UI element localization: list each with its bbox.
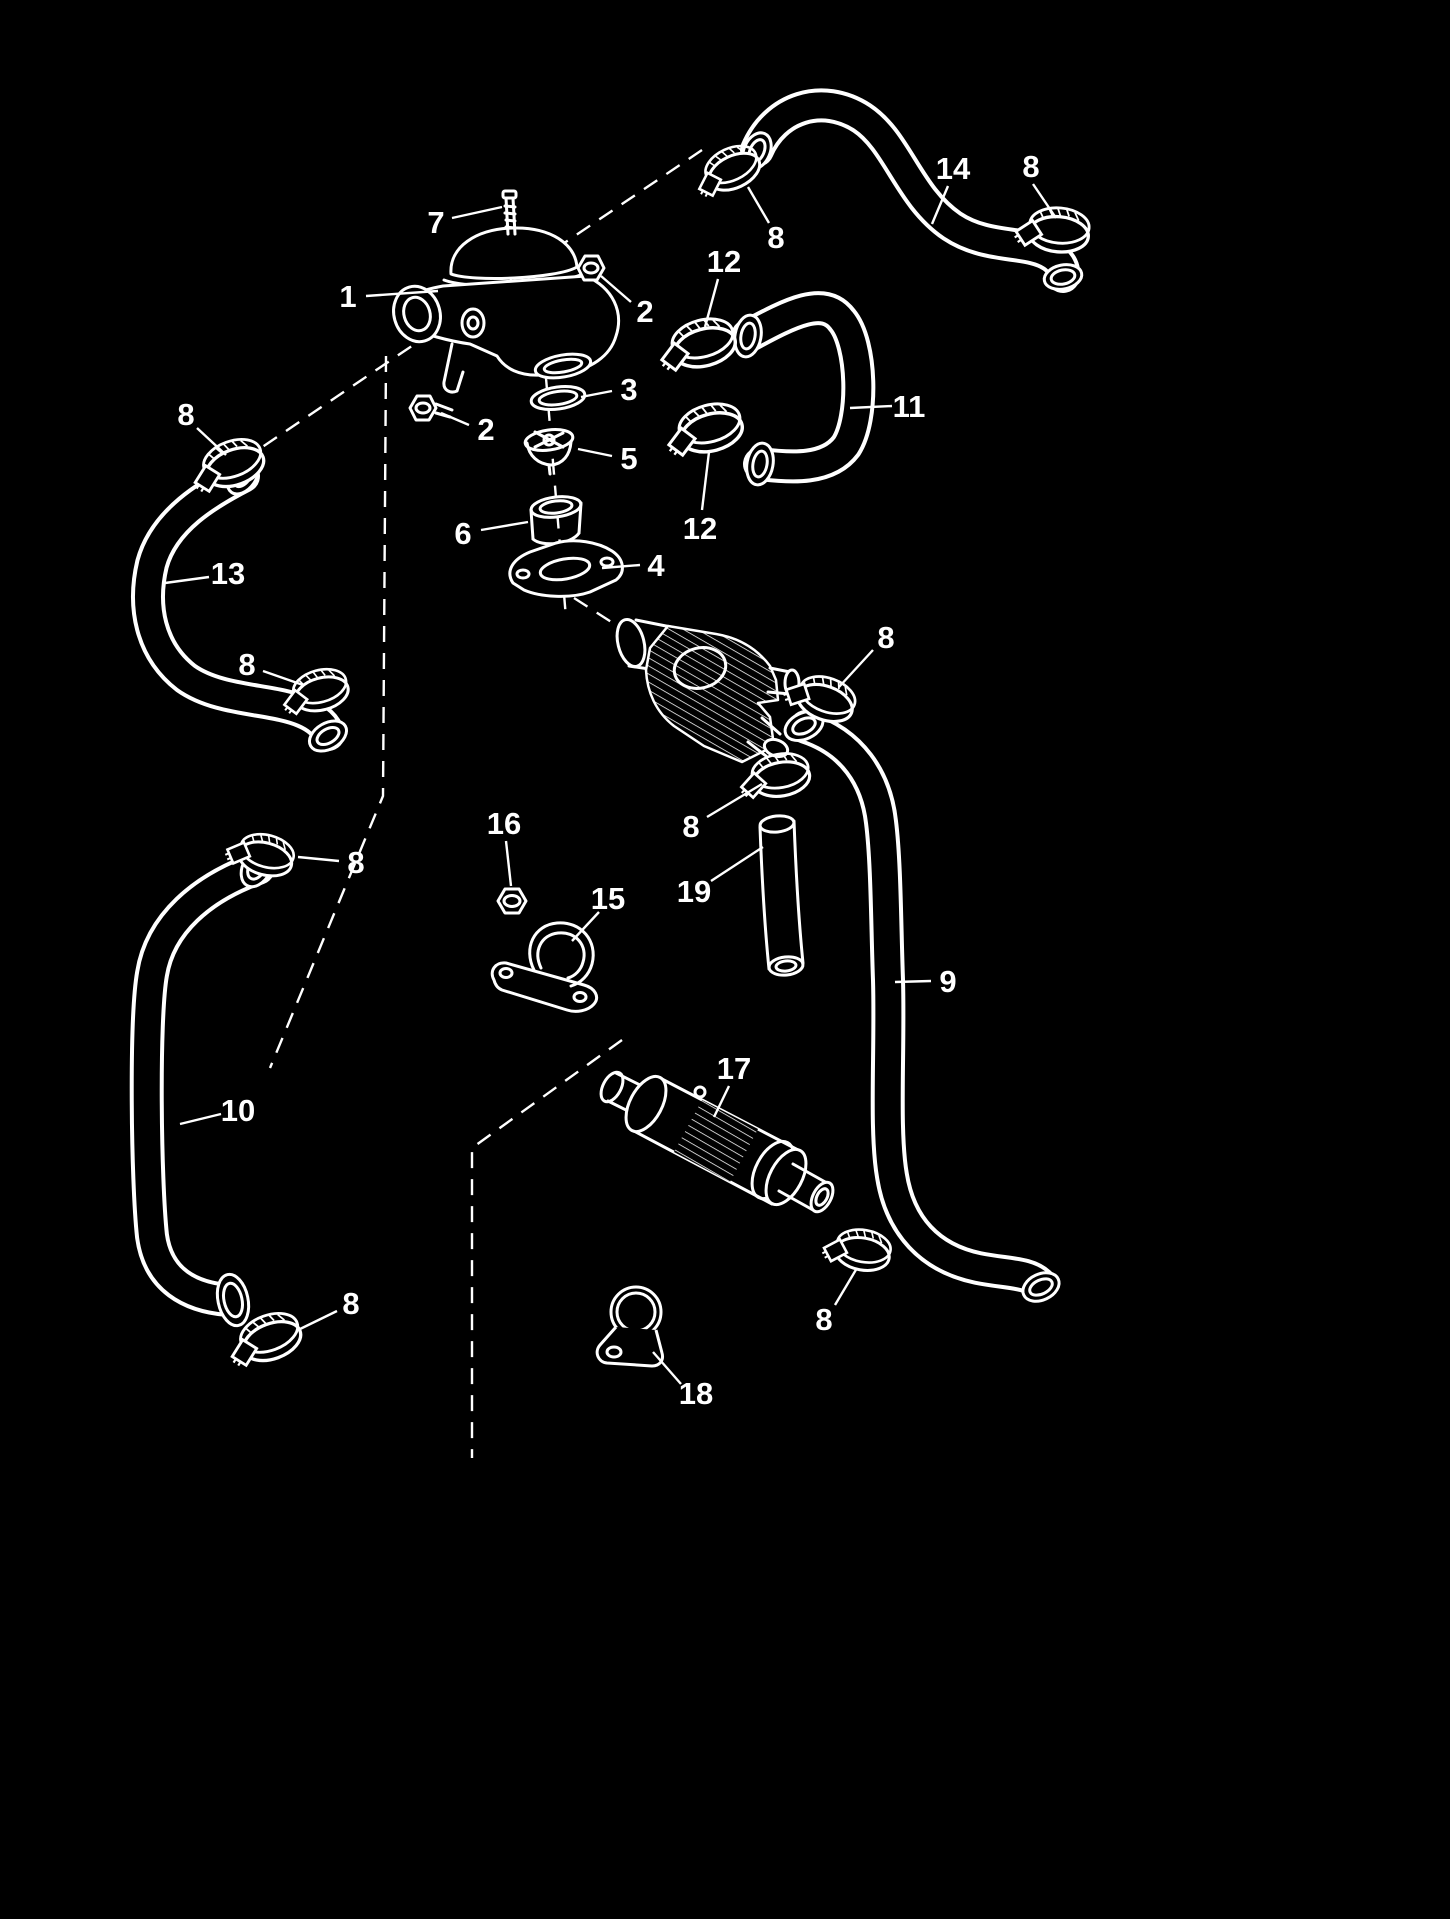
callout-label-12: 12 [683, 511, 717, 546]
callout-label-3: 3 [620, 372, 637, 407]
callout-leader [164, 575, 210, 585]
callout-label-8: 8 [342, 1286, 359, 1321]
callout-leader [504, 840, 513, 887]
callout-label-8: 8 [767, 220, 784, 255]
hose-9 [789, 710, 1057, 1301]
hose-14 [740, 88, 1081, 293]
callout-leader [600, 275, 632, 303]
thermostat-5-part [523, 428, 575, 476]
callout-leader [833, 1267, 859, 1306]
fitting-assembly-part [615, 618, 801, 764]
callout-leader [703, 278, 720, 328]
callout-label-14: 14 [936, 151, 971, 186]
callout-leader [440, 411, 470, 427]
nut-16-part [496, 887, 528, 915]
callout-label-2: 2 [477, 412, 494, 447]
callout-leader [746, 186, 771, 224]
callout-leader [196, 427, 227, 456]
callout-label-8: 8 [347, 845, 364, 880]
callout-leader [262, 669, 304, 687]
callout-label-10: 10 [221, 1093, 255, 1128]
bolt-2-lower-part [408, 394, 454, 422]
callout-leader [930, 185, 950, 225]
callout-label-9: 9 [939, 964, 956, 999]
callout-label-8: 8 [238, 647, 255, 682]
oil-cooler-17-part [599, 1070, 835, 1214]
callout-leader [838, 649, 874, 688]
callout-leader [1032, 183, 1057, 219]
callout-label-8: 8 [1022, 149, 1039, 184]
callout-leader [601, 563, 641, 570]
callout-label-8: 8 [815, 1302, 832, 1337]
callout-leader [451, 205, 503, 220]
callout-label-5: 5 [620, 441, 637, 476]
callout-label-16: 16 [487, 806, 521, 841]
callout-label-12: 12 [707, 244, 741, 279]
hose-10 [129, 851, 275, 1317]
callout-leader [706, 782, 763, 819]
callout-label-1: 1 [339, 279, 356, 314]
mounting-clamp-18-part [595, 1285, 664, 1368]
callout-leader [571, 911, 600, 942]
flange-gasket-4-part [508, 539, 624, 598]
callout-leader [365, 289, 439, 298]
callout-label-2: 2 [636, 294, 653, 329]
callout-label-19: 19 [677, 874, 711, 909]
callout-leader [894, 979, 932, 984]
callout-label-4: 4 [647, 548, 665, 583]
callout-label-17: 17 [717, 1051, 751, 1086]
callout-leader [652, 1351, 682, 1385]
hose-11 [731, 291, 876, 484]
callout-leader [712, 1085, 731, 1118]
callout-leader [577, 447, 613, 458]
callout-label-13: 13 [211, 556, 245, 591]
callout-leader [700, 451, 711, 511]
callout-leader [297, 1309, 338, 1332]
callout-leader [297, 855, 340, 863]
callout-leader [179, 1112, 222, 1126]
hose-13 [131, 459, 345, 751]
callout-label-6: 6 [454, 516, 471, 551]
callout-label-15: 15 [591, 881, 625, 916]
callout-label-18: 18 [679, 1376, 713, 1411]
thermostat-housing-part [392, 226, 621, 394]
callout-label-11: 11 [893, 389, 926, 424]
callout-label-8: 8 [682, 809, 699, 844]
callout-leader [710, 845, 764, 883]
callout-leader [580, 389, 613, 399]
callout-label-8: 8 [177, 397, 194, 432]
callout-label-8: 8 [877, 620, 894, 655]
callout-leader [849, 404, 893, 410]
callout-leader [480, 520, 529, 532]
retainer-bracket-15-part [490, 921, 599, 1013]
callout-label-7: 7 [427, 205, 444, 240]
nut-2-upper-part [576, 254, 606, 282]
screw-7-part [501, 189, 518, 236]
gasket-3-part [529, 384, 587, 412]
tube-19-part [758, 814, 805, 977]
